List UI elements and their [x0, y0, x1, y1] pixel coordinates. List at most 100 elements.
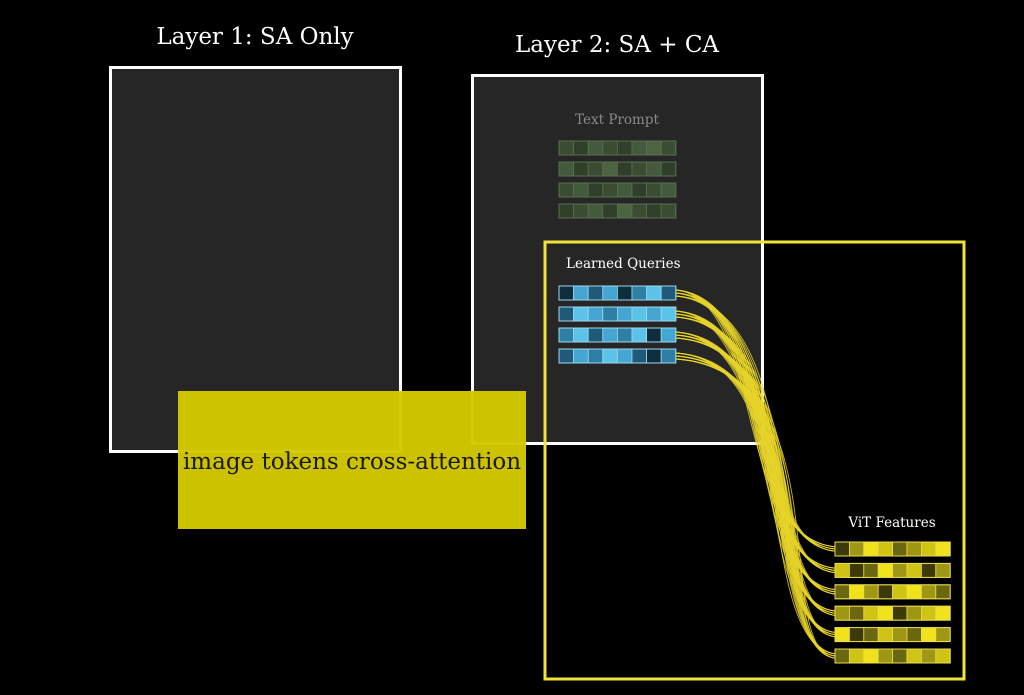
- learned-query-token-row: [558, 285, 677, 301]
- vit-feature-token-cell: [863, 584, 879, 600]
- learned-query-token-cell: [617, 348, 633, 364]
- vit-feature-token-cell: [892, 584, 908, 600]
- vit-feature-token-row: [834, 648, 951, 664]
- learned-query-token-cell: [587, 327, 604, 343]
- vit-feature-token-row: [834, 541, 951, 557]
- vit-feature-token-cell: [877, 648, 894, 664]
- vit-feature-token-cell: [892, 605, 908, 621]
- vit-feature-token-cell: [849, 584, 865, 600]
- vit-feature-token-cell: [906, 563, 922, 578]
- learned-query-token-cell: [602, 327, 618, 343]
- vit-feature-token-cell: [834, 563, 850, 578]
- vit-feature-token-row: [834, 562, 951, 578]
- learned-query-token-row-outline: [558, 285, 677, 301]
- learned-query-token-cell: [646, 327, 662, 343]
- vit-feature-token-cell: [921, 584, 937, 600]
- vit-feature-token-row: [834, 627, 951, 643]
- vit-features-label: ViT Features: [847, 515, 935, 531]
- vit-feature-token-row: [834, 584, 951, 600]
- vit-feature-token-cell: [892, 627, 908, 642]
- text-prompt-token-cell: [602, 182, 618, 198]
- learned-query-token-cell: [631, 285, 648, 301]
- learned-query-token-cell: [573, 285, 589, 301]
- vit-feature-token-cell: [863, 605, 879, 621]
- text-prompt-token-cell: [617, 161, 633, 177]
- learned-query-token-row: [558, 327, 677, 343]
- vit-feature-token-cell: [834, 584, 850, 600]
- vit-feature-token-cell: [921, 605, 937, 621]
- vit-feature-token-cell: [935, 541, 951, 557]
- vit-feature-token-row: [834, 605, 951, 621]
- vit-feature-token-cell: [849, 541, 865, 557]
- text-prompt-token-cell: [587, 161, 604, 177]
- overlay-caption: image tokens cross-attention: [183, 449, 521, 475]
- learned-query-token-row-outline: [558, 327, 677, 343]
- learned-queries-token-grid: [558, 285, 677, 364]
- learned-query-token-row: [558, 348, 677, 364]
- learned-query-token-cell: [558, 327, 575, 343]
- vit-feature-token-cell: [935, 627, 951, 642]
- vit-feature-token-cell: [863, 541, 879, 557]
- vit-feature-token-cell: [906, 627, 922, 642]
- text-prompt-token-cell: [660, 203, 677, 219]
- vit-feature-token-cell: [834, 627, 850, 642]
- text-prompt-token-cell: [602, 161, 618, 177]
- attention-connection-line: [675, 358, 836, 659]
- vit-feature-token-cell: [863, 627, 879, 642]
- vit-feature-token-cell: [921, 541, 937, 557]
- vit-features-token-grid: [834, 541, 951, 664]
- learned-query-token-row: [558, 306, 677, 322]
- text-prompt-token-cell: [631, 161, 648, 177]
- text-prompt-token-row-outline: [558, 203, 677, 219]
- text-prompt-token-grid: [558, 140, 677, 219]
- text-prompt-token-cell: [646, 203, 662, 219]
- vit-feature-token-cell: [877, 563, 894, 578]
- text-prompt-token-cell: [573, 182, 589, 198]
- vit-feature-token-cell: [863, 648, 879, 664]
- vit-feature-token-cell: [877, 627, 894, 642]
- cross-attention-highlight-box: [543, 240, 966, 681]
- attention-connection-line: [675, 352, 836, 655]
- cross-attention-connections: [675, 289, 836, 659]
- text-prompt-token-cell: [617, 140, 633, 156]
- text-prompt-token-row-outline: [558, 182, 677, 198]
- text-prompt-token-cell: [587, 140, 604, 156]
- vit-feature-token-cell: [849, 605, 865, 621]
- learned-query-token-cell: [587, 306, 604, 322]
- learned-query-token-cell: [573, 306, 589, 322]
- layer2-panel: [471, 74, 764, 445]
- learned-query-token-cell: [617, 306, 633, 322]
- learned-query-token-cell: [587, 348, 604, 364]
- text-prompt-label: Text Prompt: [575, 112, 659, 128]
- vit-feature-token-cell: [849, 627, 865, 642]
- vit-feature-token-cell: [834, 541, 850, 557]
- learned-query-token-cell: [602, 306, 618, 322]
- vit-feature-token-cell: [906, 648, 922, 664]
- text-prompt-token-cell: [646, 140, 662, 156]
- vit-feature-token-cell: [906, 541, 922, 557]
- text-prompt-token-cell: [558, 203, 575, 219]
- learned-query-token-cell: [602, 285, 618, 301]
- text-prompt-token-cell: [587, 182, 604, 198]
- learned-query-token-cell: [602, 348, 618, 364]
- text-prompt-token-cell: [558, 182, 575, 198]
- attention-connection-line: [675, 355, 836, 657]
- vit-feature-token-cell: [877, 605, 894, 621]
- learned-query-token-cell: [631, 327, 648, 343]
- text-prompt-token-row-outline: [558, 140, 677, 156]
- text-prompt-token-row: [558, 161, 677, 177]
- text-prompt-token-cell: [660, 182, 677, 198]
- vit-feature-token-cell: [935, 605, 951, 621]
- text-prompt-token-cell: [631, 140, 648, 156]
- learned-query-token-cell: [646, 306, 662, 322]
- vit-feature-token-cell: [921, 648, 937, 664]
- learned-query-token-cell: [558, 348, 575, 364]
- text-prompt-token-cell: [660, 140, 677, 156]
- text-prompt-token-cell: [617, 203, 633, 219]
- layer1-title: Layer 1: SA Only: [156, 24, 353, 50]
- vit-feature-token-cell: [906, 584, 922, 600]
- text-prompt-token-row-outline: [558, 161, 677, 177]
- layer1-panel: [109, 66, 402, 453]
- vit-feature-token-cell: [849, 563, 865, 578]
